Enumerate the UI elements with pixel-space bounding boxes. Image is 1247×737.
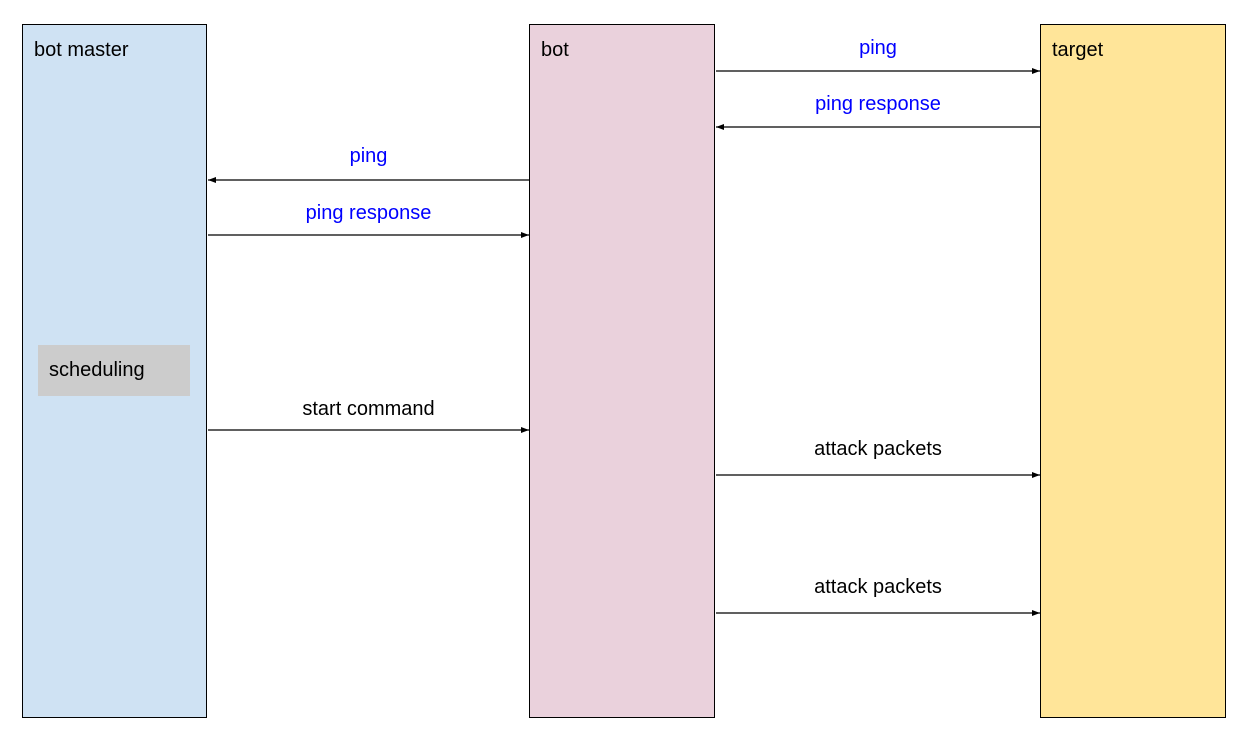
message-label-5: start command — [302, 398, 435, 420]
scheduling-note: scheduling — [38, 345, 190, 396]
message-label-2: ping response — [815, 93, 941, 115]
lane-label-bot: bot — [541, 39, 569, 61]
lane-label-target: target — [1052, 39, 1104, 61]
lane-label-bot-master: bot master — [34, 39, 129, 61]
message-label-4: ping response — [305, 202, 432, 224]
message-label-3: ping — [349, 145, 388, 167]
lane-bot: bot — [529, 24, 715, 718]
message-label-1: ping — [859, 37, 897, 59]
message-label-7: attack packets — [814, 576, 942, 598]
message-label-6: attack packets — [814, 438, 942, 460]
lane-target: target — [1040, 24, 1226, 718]
